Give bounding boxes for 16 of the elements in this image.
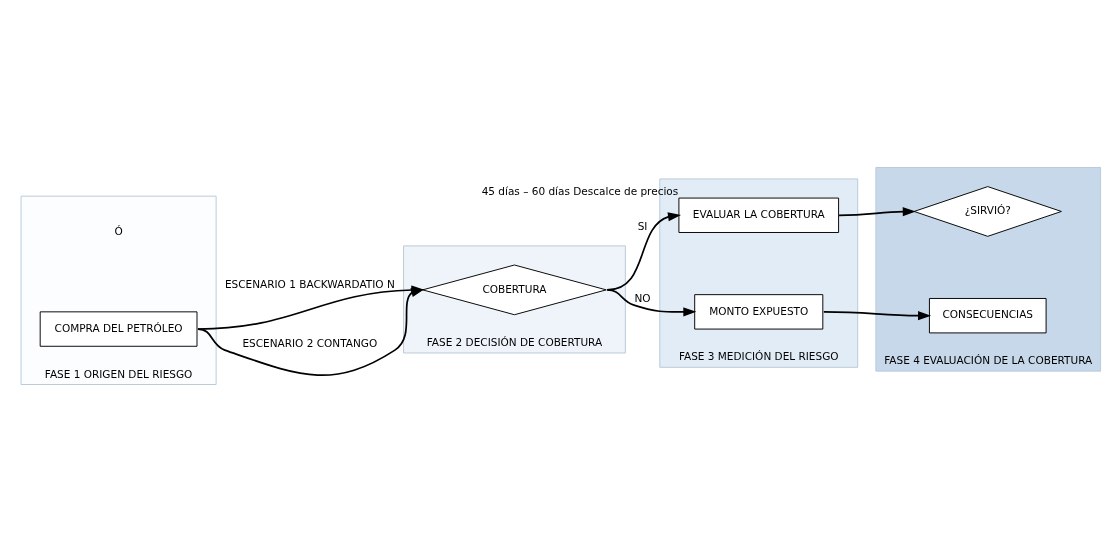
label: Ó [114, 225, 123, 238]
node-label: 45 días – 60 días Descalce de precios [481, 185, 679, 198]
arrow [197, 288, 425, 376]
node-box: COMPRA DEL PETRÓLEO [39, 311, 198, 347]
edge-label: SI [637, 220, 648, 233]
edge-label: ESCENARIO 2 CONTANGO [242, 337, 378, 350]
edge-label: ESCENARIO 1 BACKWARDATIO N [224, 277, 395, 290]
edge-label: NO [634, 292, 651, 305]
node-box: MONTO EXPUESTO [694, 294, 824, 330]
arrow [838, 207, 916, 217]
node-diamond: ¿SIRVIÓ? [913, 186, 1062, 237]
arrow [606, 289, 697, 317]
node-box: CONSECUENCIAS [928, 298, 1047, 334]
node-diamond: COBERTURA [422, 264, 607, 316]
node-box: EVALUAR LA COBERTURA [678, 197, 840, 233]
arrow [822, 311, 932, 321]
